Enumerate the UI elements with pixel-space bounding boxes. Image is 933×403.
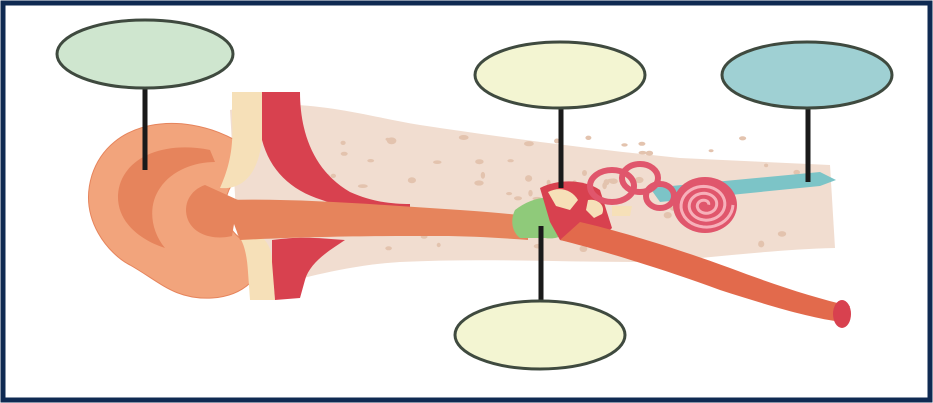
bone-speckle: [764, 164, 768, 168]
bone-speckle: [367, 159, 374, 162]
bone-speckle: [514, 196, 522, 200]
bone-speckle: [475, 159, 483, 164]
bone-speckle: [602, 182, 607, 189]
label-oval-middle-ear[interactable]: [475, 42, 645, 108]
bone-speckle: [709, 149, 714, 152]
label-middle-ear[interactable]: [475, 42, 645, 108]
bone-speckle: [341, 152, 348, 156]
bone-speckle: [433, 160, 441, 164]
bone-speckle: [474, 180, 483, 185]
bone-speckle: [621, 143, 627, 146]
label-oval-outer-ear[interactable]: [57, 20, 233, 88]
label-eardrum[interactable]: [455, 301, 625, 369]
bone-speckle: [341, 141, 346, 145]
bone-speckle: [524, 141, 534, 146]
cochlea: [673, 177, 737, 233]
bone-speckle: [646, 151, 653, 156]
bone-speckle: [525, 175, 532, 182]
label-oval-eardrum[interactable]: [455, 301, 625, 369]
bone-speckle: [358, 184, 368, 188]
bone-speckle: [585, 136, 591, 140]
label-inner-ear[interactable]: [722, 42, 892, 108]
label-oval-inner-ear[interactable]: [722, 42, 892, 108]
bone-speckle: [437, 243, 441, 247]
eustachian-tube-opening: [833, 300, 851, 328]
bone-speckle: [582, 170, 587, 176]
bone-speckle: [408, 177, 416, 183]
bone-speckle: [739, 136, 746, 140]
bone-speckle: [528, 190, 532, 197]
label-outer-ear[interactable]: [57, 20, 233, 88]
bone-speckle: [639, 151, 647, 155]
bone-speckle: [607, 179, 616, 183]
bone-speckle: [664, 212, 672, 218]
bone-speckle: [638, 142, 645, 146]
bone-speckle: [506, 192, 512, 195]
stapes: [612, 206, 632, 216]
bone-speckle: [459, 135, 469, 140]
bone-speckle: [778, 231, 786, 237]
bone-speckle: [481, 172, 485, 179]
bone-speckle: [385, 246, 392, 250]
bone-speckle: [507, 159, 513, 162]
bone-speckle: [331, 174, 336, 178]
bone-speckle: [386, 138, 390, 141]
bone-speckle: [758, 241, 764, 248]
